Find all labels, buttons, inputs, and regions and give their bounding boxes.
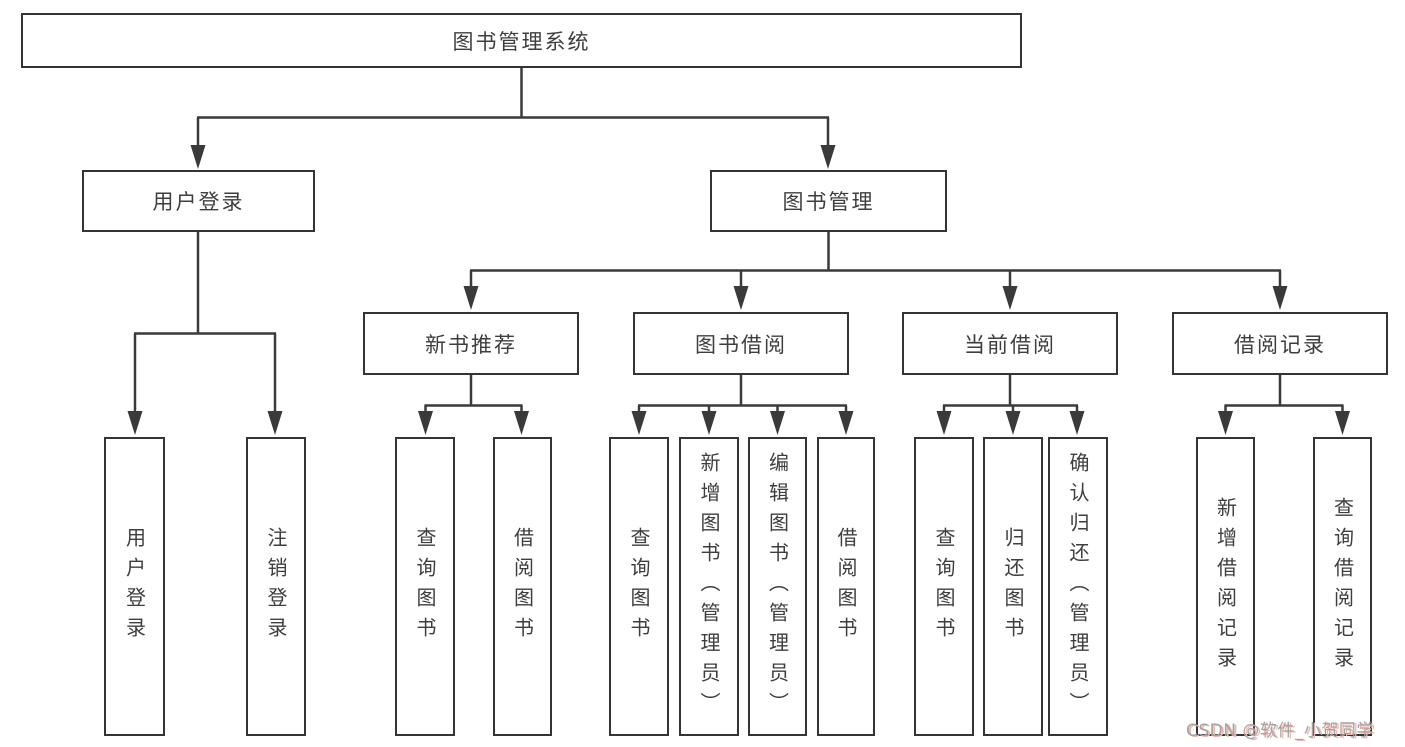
leaf-add-borrow-record: 新增借阅记录 [1196,437,1255,736]
node-label: 当前借阅 [964,332,1056,357]
node-label: 图书管理 [782,190,875,214]
csdn-watermark: CSDN @软件_小贺同学 [1186,721,1374,741]
leaf-label: 编辑图书（管理员） [765,451,790,722]
leaf-label: 用户登录 [122,526,147,647]
leaf-query-borrow-record: 查询借阅记录 [1313,437,1372,736]
leaf-label: 查询借阅记录 [1330,496,1355,677]
node-label: 图书借阅 [695,332,787,357]
leaf-confirm-return-admin: 确认归还（管理员） [1048,437,1108,736]
node-label: 借阅记录 [1234,332,1326,357]
node-user-login: 用户登录 [82,170,315,232]
node-current-borrowing: 当前借阅 [902,312,1118,375]
node-book-management: 图书管理 [710,170,947,232]
leaf-query-books: 查询图书 [395,437,455,736]
leaf-label: 新增图书（管理员） [697,451,721,722]
leaf-return-books: 归还图书 [983,437,1043,736]
leaf-user-login: 用户登录 [104,437,165,736]
leaf-add-books-admin: 新增图书（管理员） [679,437,739,736]
leaf-borrow-books: 借阅图书 [817,437,875,736]
node-borrowing-records: 借阅记录 [1172,312,1388,375]
leaf-label: 借阅图书 [510,526,535,647]
leaf-label: 查询图书 [932,526,956,647]
leaf-borrow-books: 借阅图书 [493,437,552,736]
leaf-query-books: 查询图书 [914,437,974,736]
leaf-label: 新增借阅记录 [1213,496,1238,677]
leaf-label: 归还图书 [1001,526,1025,647]
node-label: 新书推荐 [425,332,517,357]
leaf-label: 注销登录 [264,526,288,647]
node-label: 图书管理系统 [452,29,591,54]
leaf-query-books: 查询图书 [609,437,669,736]
leaf-logout: 注销登录 [246,437,306,736]
node-new-book-recommendation: 新书推荐 [363,312,579,375]
node-library-management-system: 图书管理系统 [21,13,1022,68]
leaf-edit-books-admin: 编辑图书（管理员） [748,437,807,736]
node-label: 用户登录 [152,190,245,214]
node-book-borrowing: 图书借阅 [633,312,849,375]
leaf-label: 查询图书 [627,526,651,647]
leaf-label: 确认归还（管理员） [1066,451,1090,722]
leaf-label: 查询图书 [413,526,437,647]
leaf-label: 借阅图书 [834,526,858,647]
